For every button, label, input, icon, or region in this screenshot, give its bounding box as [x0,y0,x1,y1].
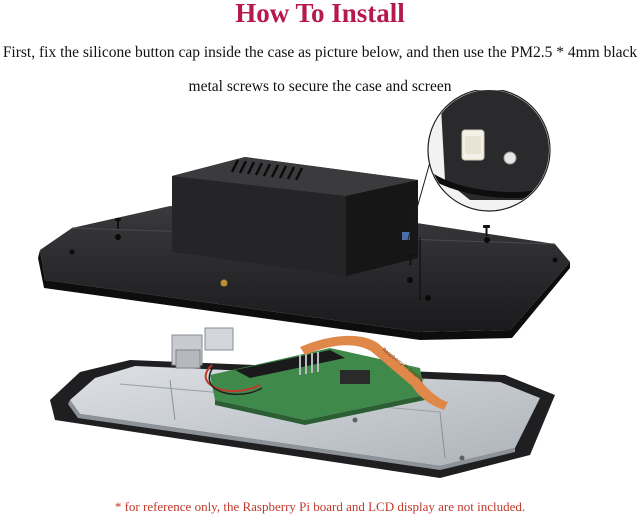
zoom-callout [407,90,551,241]
instructions: First, fix the silicone button cap insid… [0,36,640,104]
ethernet-port [204,327,234,351]
instruction-line-2: metal screws to secure the case and scre… [188,78,452,95]
usb-port [175,349,201,369]
screw-hole [407,277,413,283]
heatsink [299,352,319,375]
back-cover [38,157,570,340]
screw-hole [69,249,75,255]
vent-slots [230,159,304,181]
page-title: How To Install [235,0,405,28]
screw-icon [115,218,490,265]
raspberry-pi-board [171,327,425,425]
screw-hole [352,417,358,423]
instruction-line-1: First, fix the silicone button cap insid… [2,44,638,61]
screw-hole [115,234,121,240]
screw-hole [425,295,431,301]
installation-illustration: Raspberry Pi Display [38,90,570,478]
button-cap [402,232,410,240]
screw-hole [552,257,558,263]
brass-insert [220,279,228,287]
screw-hole [459,455,465,461]
footnote: * for reference only, the Raspberry Pi b… [114,499,526,514]
screw-hole [484,237,490,243]
jumper-wires [204,364,261,393]
